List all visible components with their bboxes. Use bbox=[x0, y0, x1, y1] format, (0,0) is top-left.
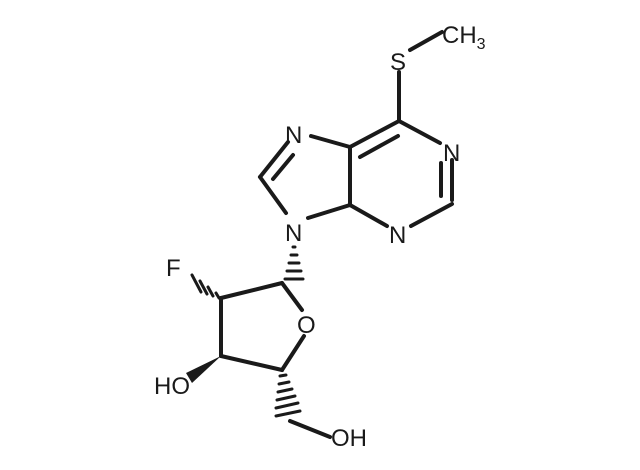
atom-methyl-carbon: CH3 bbox=[442, 22, 486, 53]
atom-labels: S CH3 N N N N F O HO OH bbox=[154, 22, 486, 452]
atom-3-hydroxyl: HO bbox=[154, 373, 190, 400]
atom-n3: N bbox=[389, 222, 406, 249]
bond-c2-n3 bbox=[409, 202, 454, 228]
bond-n7-c8-inner bbox=[271, 153, 295, 181]
bond-c5-c6 bbox=[348, 119, 401, 149]
atom-fluorine: F bbox=[166, 255, 181, 282]
bond-c1-o4 bbox=[280, 281, 304, 312]
atom-n9: N bbox=[285, 220, 302, 247]
bond-s-ch3 bbox=[408, 30, 444, 52]
bond-c8-n9 bbox=[258, 175, 288, 215]
bond-c3-c4 bbox=[219, 354, 284, 372]
bond-c2-f-hashed bbox=[190, 273, 221, 300]
atom-n1: N bbox=[443, 140, 460, 167]
atom-n7: N bbox=[285, 122, 302, 149]
bond-n3-c4 bbox=[348, 203, 389, 228]
bond-o4-c4 bbox=[280, 334, 306, 372]
bond-c6-n1 bbox=[397, 119, 442, 145]
bond-c4-c5-hashed bbox=[274, 373, 302, 418]
atom-sulfur: S bbox=[390, 49, 406, 76]
bond-c5-c6-inner bbox=[358, 134, 400, 159]
bond-c1-c2 bbox=[219, 281, 284, 300]
bond-c5-o5 bbox=[288, 419, 332, 439]
atom-5-hydroxyl: OH bbox=[331, 425, 367, 452]
bond-c3-oh-wedge bbox=[186, 356, 221, 383]
bond-n9-c1-hashed bbox=[283, 245, 305, 281]
bonds bbox=[186, 30, 454, 439]
bond-c5-n7 bbox=[309, 134, 352, 149]
atom-ring-oxygen: O bbox=[297, 312, 316, 339]
bond-n7-c8 bbox=[258, 140, 290, 179]
bond-n9-c4 bbox=[306, 203, 352, 220]
